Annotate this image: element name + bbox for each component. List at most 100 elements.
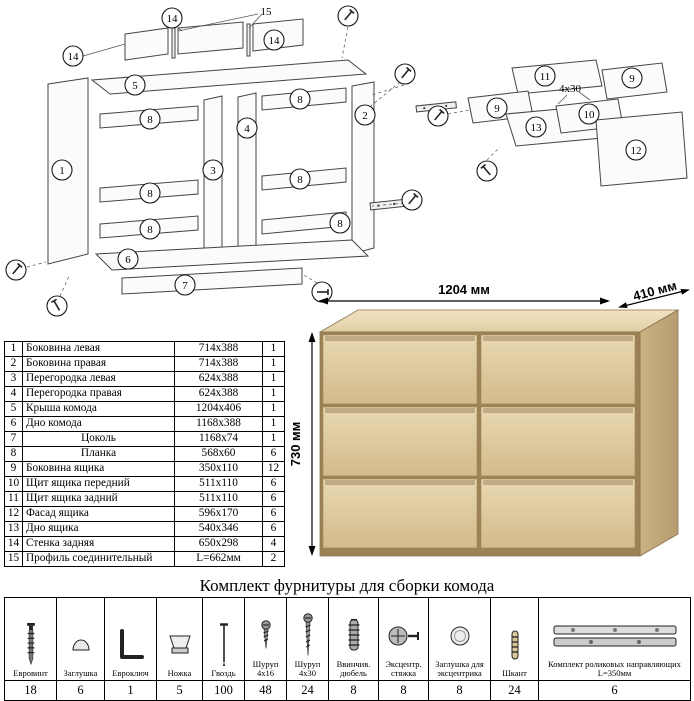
part-number: 14: [4, 536, 23, 552]
drawer-exploded: [467, 59, 688, 187]
cam-cover-icon: [450, 626, 469, 646]
hardware-name: Евровинт: [13, 667, 48, 678]
part-name: Перегородка правая: [22, 386, 175, 402]
part-name: Щит ящика задний: [22, 491, 175, 507]
screw-callout-icon: [476, 160, 498, 182]
hardware-qty: 1: [104, 680, 157, 701]
dresser-body: [318, 309, 680, 557]
svg-text:5: 5: [132, 80, 138, 92]
part-qty: 6: [262, 506, 285, 522]
part-size: 511x110: [174, 476, 263, 492]
hardware-kit-title: Комплект фурнитуры для сборки комода: [199, 576, 495, 595]
hardware-name: Шкант: [502, 667, 527, 678]
part-number: 12: [4, 506, 23, 522]
hardware-qty: 100: [202, 680, 245, 701]
part-name: Цоколь: [22, 431, 175, 447]
wood-dowel-icon: [511, 630, 518, 660]
part-callout-15: 15: [261, 6, 273, 18]
hardware-item: Евровинт: [4, 597, 57, 681]
hardware-item: Эксцентр. стяжка: [378, 597, 429, 681]
hardware-qty-row: 18 6 1 5 100 48 24 8 8 8 24 6: [4, 680, 691, 701]
part-size: 511x110: [174, 491, 263, 507]
part-number: 1: [4, 341, 23, 357]
hardware-name: Заглушка для эксцентрика: [435, 658, 484, 678]
part-qty: 1: [262, 371, 285, 387]
part-name: Дно комода: [22, 416, 175, 432]
part-size: 650x298: [174, 536, 263, 552]
euro-screw-icon: [26, 622, 35, 665]
svg-text:8: 8: [297, 94, 303, 106]
part-name: Крыша комода: [22, 401, 175, 417]
part-size: 1168x74: [174, 431, 263, 447]
part-callouts: 15 14 14 14 1 5 8 8 8 8 8 8 3 4 2 6 7 11…: [51, 6, 647, 296]
hardware-qty: 5: [156, 680, 203, 701]
part-number: 9: [4, 461, 23, 477]
hardware-qty: 6: [56, 680, 105, 701]
part-qty: 1: [262, 416, 285, 432]
part-name: Планка: [22, 446, 175, 462]
part-callout-14: 14: [62, 45, 84, 67]
part-number: 3: [4, 371, 23, 387]
part-number: 2: [4, 356, 23, 372]
nail-icon: [219, 623, 228, 666]
part-name: Дно ящика: [22, 521, 175, 537]
part-name: Стенка задняя: [22, 536, 175, 552]
part-name: Боковина левая: [22, 341, 175, 357]
drawer-fronts: [322, 334, 636, 549]
svg-text:8: 8: [147, 224, 153, 236]
hardware-qty: 18: [4, 680, 57, 701]
hardware-qty: 24: [490, 680, 539, 701]
svg-text:8: 8: [337, 218, 343, 230]
part-callout-14: 14: [263, 29, 285, 51]
hardware-kit-table: Евровинт Заглушка Евроключ Ножка Гвоздь …: [4, 597, 691, 701]
hardware-name: Комплект роликовых направляющих L=350мм: [548, 658, 681, 678]
part-number: 15: [4, 551, 23, 567]
part-size: 624x388: [174, 386, 263, 402]
right-side-panel: [351, 81, 375, 255]
hardware-item: Шкант: [490, 597, 539, 681]
part-callout-2: 2: [354, 104, 376, 126]
svg-text:14: 14: [269, 35, 281, 47]
drawer-slides-icon: [553, 625, 676, 647]
part-callout-8: 8: [289, 168, 311, 190]
part-number: 5: [4, 401, 23, 417]
hardware-item: Шуруп 4x30: [286, 597, 329, 681]
svg-text:1: 1: [59, 165, 65, 177]
part-callout-11: 11: [534, 65, 556, 87]
hardware-qty: 48: [244, 680, 287, 701]
hardware-qty: 8: [328, 680, 379, 701]
part-callout-5: 5: [124, 74, 146, 96]
svg-text:11: 11: [540, 71, 551, 83]
connector-profile: [246, 23, 251, 57]
screw-callout-icon: [401, 189, 423, 211]
hardware-item: Ножка: [156, 597, 203, 681]
part-qty: 6: [262, 491, 285, 507]
cam-lock-icon: [388, 626, 419, 646]
hardware-name: Шуруп 4x16: [252, 658, 279, 678]
part-name: Боковина ящика: [22, 461, 175, 477]
hardware-name: Гвоздь: [211, 667, 236, 678]
screw-callout-icon: [311, 281, 333, 303]
svg-text:13: 13: [531, 122, 543, 134]
part-callout-9: 9: [621, 67, 643, 89]
screw-in-dowel-icon: [348, 618, 359, 651]
part-callout-9: 9: [486, 97, 508, 119]
part-qty: 2: [262, 551, 285, 567]
part-callout-7: 7: [174, 274, 196, 296]
screw-4x30-icon: [302, 612, 313, 656]
part-callout-1: 1: [51, 159, 73, 181]
drawer-grip-shadows: [325, 336, 633, 485]
hardware-item: Заглушка для эксцентрика: [428, 597, 491, 681]
part-size: 624x388: [174, 371, 263, 387]
svg-text:9: 9: [494, 103, 500, 115]
hardware-name: Заглушка: [63, 667, 98, 678]
